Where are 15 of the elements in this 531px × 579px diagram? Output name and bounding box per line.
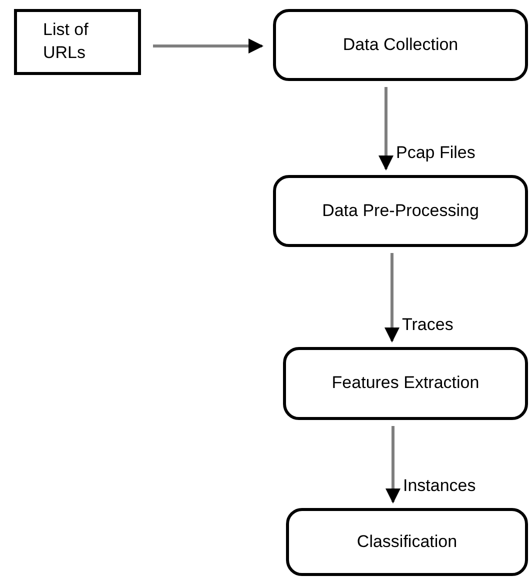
input-box: [14, 9, 141, 75]
arrow: [386, 426, 400, 504]
process-box: [286, 508, 528, 576]
node-label: List of URLs: [43, 19, 90, 64]
process-box: [283, 347, 528, 420]
arrow: [384, 253, 400, 342]
node-label: Features Extraction: [332, 372, 480, 394]
process-box: [273, 9, 528, 81]
process-box: [273, 175, 528, 247]
node-label: Data Pre-Processing: [322, 200, 479, 222]
edge-label: Pcap Files: [396, 143, 476, 163]
arrow: [378, 87, 394, 170]
arrow: [153, 38, 264, 54]
node-label: Classification: [356, 530, 458, 553]
node-label: Data Collection: [342, 34, 458, 56]
